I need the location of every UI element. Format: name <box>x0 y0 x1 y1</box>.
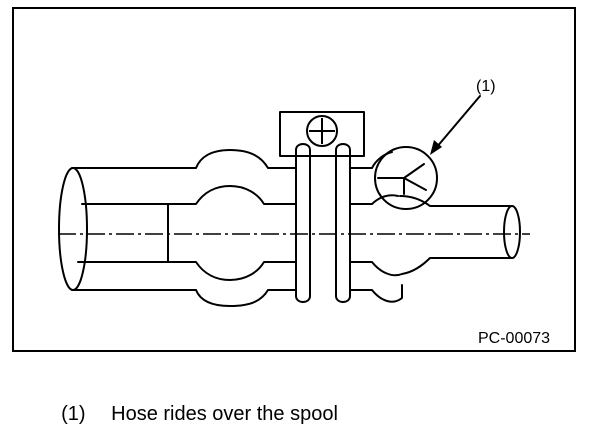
figure-code: PC-00073 <box>478 330 550 347</box>
pipe-right-section <box>399 195 511 207</box>
clamp-bracket <box>279 111 365 157</box>
callout-leader <box>435 95 481 149</box>
callout-circle <box>374 146 438 210</box>
hose-outline-bottom <box>71 284 403 307</box>
pipe-right-end <box>503 205 521 259</box>
callout-label: (1) <box>476 78 496 95</box>
tube-edge-top <box>81 185 399 205</box>
clamp-band-tops <box>295 143 351 151</box>
figure-caption: (1) Hose rides over the spool <box>50 380 338 426</box>
hose-left-end <box>58 167 88 291</box>
caption-text: Hose rides over the spool <box>111 403 338 425</box>
callout-detail <box>377 163 427 195</box>
screw-icon <box>306 115 338 147</box>
callout-arrowhead <box>430 140 442 155</box>
clamp-band-left <box>295 149 311 303</box>
tube-edge-bottom <box>77 257 513 281</box>
clamp-band-right <box>335 149 351 303</box>
caption-number: (1) <box>61 403 86 425</box>
diagram-frame <box>12 7 576 352</box>
hose-outline-top <box>71 149 393 169</box>
